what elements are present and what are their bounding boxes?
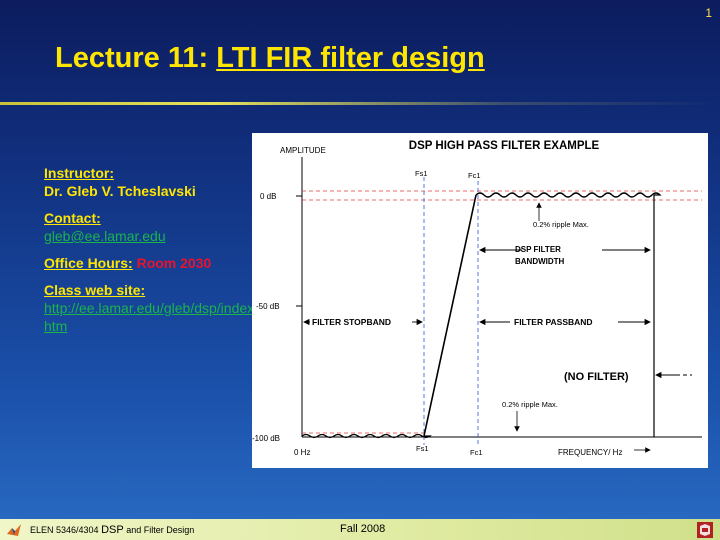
- footer-bar: ELEN 5346/4304 DSP and Filter Design Fal…: [0, 519, 720, 540]
- office-hours-label: Office Hours:: [44, 255, 133, 271]
- passband-ripple: [475, 192, 662, 198]
- stopband-ripple: [301, 433, 432, 439]
- x-axis-label: FREQUENCY/ Hz: [558, 448, 622, 457]
- instructor-label: Instructor:: [44, 165, 114, 181]
- web-site-label: Class web site:: [44, 282, 146, 298]
- title-prefix: Lecture 11:: [55, 42, 217, 74]
- contact-label: Contact:: [44, 210, 101, 226]
- y-tick-50db: -50 dB: [256, 302, 280, 311]
- y-tick-0db: 0 dB: [260, 192, 276, 201]
- fc1-top-label: Fc1: [468, 171, 481, 180]
- slide-number: 1: [705, 6, 712, 20]
- ripple-bottom-note: 0.2% ripple Max.: [502, 400, 558, 409]
- x-tick-0hz: 0 Hz: [294, 448, 310, 457]
- university-logo-icon: [697, 522, 713, 538]
- bandwidth-label-2: BANDWIDTH: [515, 257, 565, 266]
- title-rule: [0, 102, 720, 105]
- term-label: Fall 2008: [340, 523, 386, 535]
- office-hours-value: Room 2030: [136, 255, 212, 271]
- contact-email-link[interactable]: gleb@ee.lamar.edu: [44, 228, 166, 244]
- matlab-logo-icon: [7, 524, 21, 536]
- course-info: Instructor: Dr. Gleb V. Tcheslavski Cont…: [44, 164, 259, 344]
- course-label: ELEN 5346/4304 DSP and Filter Design: [30, 524, 195, 536]
- bandwidth-label-1: DSP FILTER: [515, 245, 561, 254]
- filter-diagram: DSP HIGH PASS FILTER EXAMPLE AMPLITUDE 0…: [252, 140, 702, 457]
- highpass-filter-figure: DSP HIGH PASS FILTER EXAMPLE AMPLITUDE 0…: [252, 133, 708, 468]
- instructor-name: Dr. Gleb V. Tcheslavski: [44, 183, 196, 199]
- figure-title: DSP HIGH PASS FILTER EXAMPLE: [409, 140, 600, 152]
- title-underlined: LTI FIR filter design: [216, 42, 485, 74]
- stopband-label: FILTER STOPBAND: [312, 317, 391, 327]
- x-tick-fs1: Fs1: [416, 444, 429, 453]
- x-tick-fc1: Fc1: [470, 448, 483, 457]
- slide-title: Lecture 11: LTI FIR filter design: [55, 42, 485, 75]
- ripple-top-note: 0.2% ripple Max.: [533, 220, 589, 229]
- web-site-link[interactable]: http://ee.lamar.edu/gleb/dsp/index.htm: [44, 300, 259, 334]
- passband-label: FILTER PASSBAND: [514, 317, 593, 327]
- no-filter-label: (NO FILTER): [564, 371, 629, 383]
- y-tick-100db: -100 dB: [252, 434, 280, 443]
- fs1-top-label: Fs1: [415, 169, 428, 178]
- y-axis-label: AMPLITUDE: [280, 146, 326, 155]
- transition-slope: [423, 194, 477, 437]
